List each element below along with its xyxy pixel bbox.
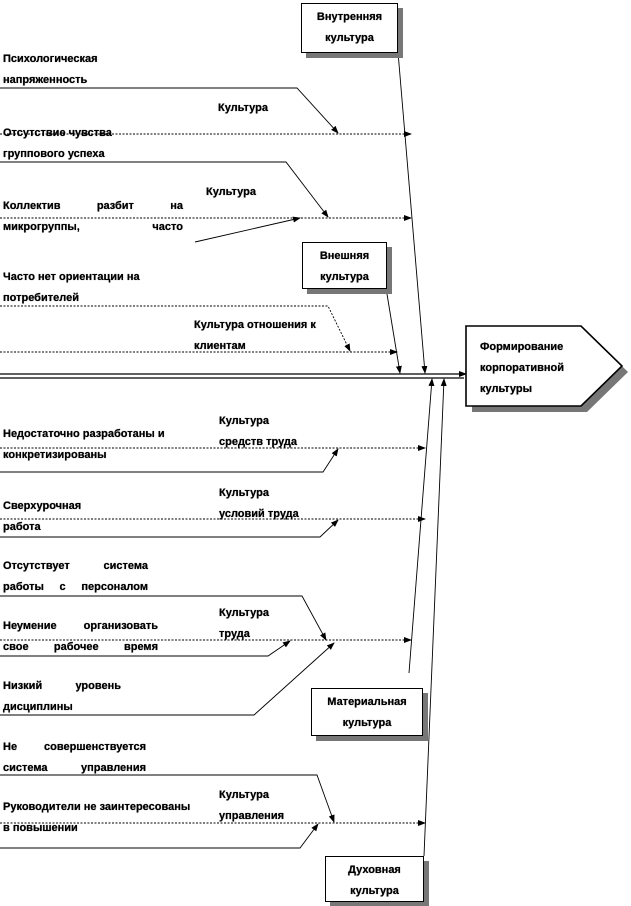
label-means-of-labor: Культура средств труда bbox=[219, 415, 298, 448]
material-culture-label: Материальная культура bbox=[327, 696, 407, 729]
label-culture-1: Культура bbox=[218, 102, 268, 114]
cause-underdeveloped: Недостаточно разработаны и конкретизиров… bbox=[3, 428, 165, 461]
cause-line-time-mgmt bbox=[0, 640, 291, 657]
cause-line-discipline bbox=[0, 642, 335, 716]
material-culture-box: Материальная культура bbox=[311, 688, 423, 736]
outer-culture-box: Внешняя культура bbox=[302, 242, 387, 289]
cause-line-psych bbox=[0, 87, 339, 134]
cause-line-consumer bbox=[0, 305, 351, 352]
cause-no-group-success: Отсутствие чувства группового успеха bbox=[3, 127, 112, 160]
inner-culture-box: Внутренняя культура bbox=[301, 3, 398, 53]
label-work-conditions: Культура условий труда bbox=[219, 487, 299, 520]
cause-low-discipline: Низкий уровень дисциплины bbox=[3, 680, 121, 713]
label-labor: Культура труда bbox=[219, 607, 269, 640]
main-spine bbox=[0, 371, 467, 379]
cause-overtime: Сверхурочная работа bbox=[3, 500, 82, 533]
result-label: Формирование корпоративной культуры bbox=[480, 341, 565, 395]
cause-line-underdeveloped bbox=[0, 448, 339, 473]
connector-outer-culture bbox=[385, 287, 402, 374]
spiritual-culture-label: Духовная культура bbox=[348, 864, 401, 897]
label-culture-2: Культура bbox=[206, 186, 256, 198]
connector-spiritual-culture bbox=[423, 378, 447, 857]
cause-time-mgmt: Неумение организовать свое рабочее время bbox=[3, 620, 158, 653]
inner-culture-label: Внутренняя культура bbox=[316, 11, 383, 44]
result-box-shape bbox=[465, 325, 628, 412]
cause-psych-tension: Психологическая напряженность bbox=[3, 53, 98, 86]
cause-no-hr-system: Отсутствует система работы с персоналом bbox=[3, 560, 148, 593]
cause-leaders-uninterested: Руководители не заинтересованы в повышен… bbox=[3, 801, 191, 834]
cause-line-group bbox=[0, 161, 329, 218]
cause-line-hr-system bbox=[0, 595, 327, 641]
cause-mgmt-not-improved: Не совершенствуется система управления bbox=[3, 741, 146, 774]
cause-no-consumer-focus: Часто нет ориентации на потребителей bbox=[3, 271, 140, 304]
cause-line-split bbox=[194, 216, 301, 243]
label-client-relations: Культура отношения к клиентам bbox=[194, 319, 316, 352]
cause-line-leaders bbox=[0, 823, 319, 849]
connector-inner-culture bbox=[397, 51, 428, 374]
spiritual-culture-box: Духовная культура bbox=[325, 856, 424, 902]
cause-split-collective: Коллектив разбит на микрогруппы, часто bbox=[3, 200, 183, 233]
cause-line-mgmt bbox=[0, 774, 335, 823]
connector-material-culture bbox=[408, 378, 435, 674]
cause-line-overtime bbox=[0, 519, 339, 538]
label-management: Культура управления bbox=[219, 789, 285, 822]
outer-culture-label: Внешняя культура bbox=[319, 250, 370, 283]
